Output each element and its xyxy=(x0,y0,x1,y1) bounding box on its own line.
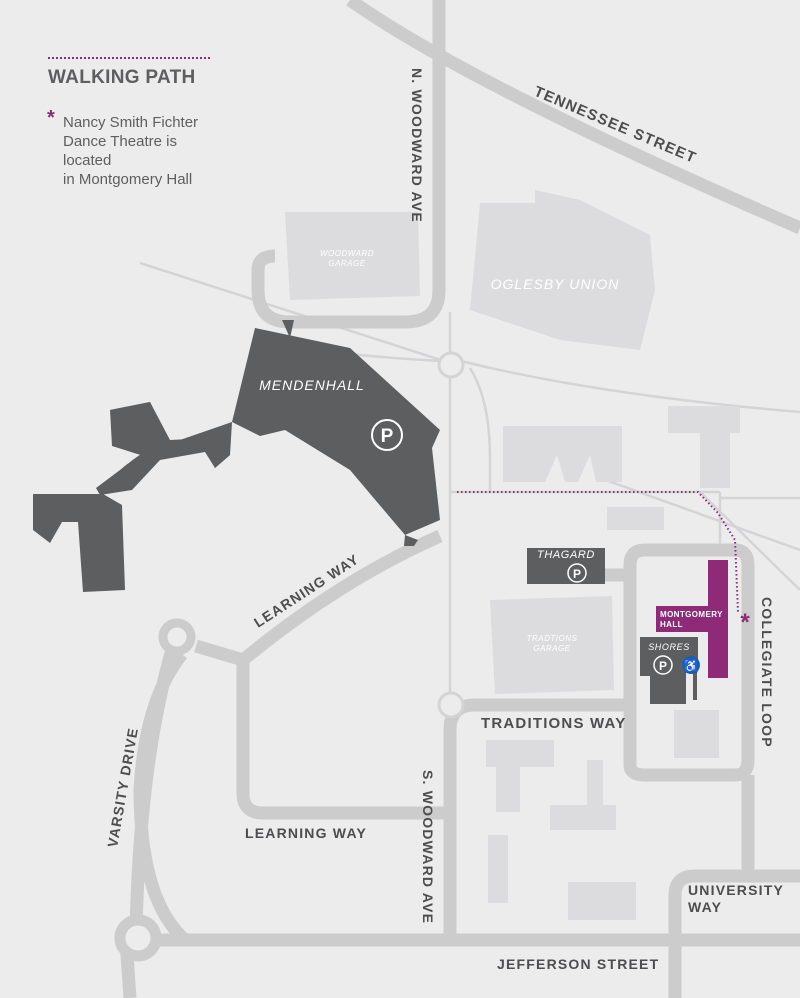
collegiate-loop-label: COLLEGIATE LOOP xyxy=(759,597,775,748)
campus-building xyxy=(486,740,554,812)
minor-path xyxy=(599,476,800,552)
shores-building xyxy=(640,637,698,704)
minor-path xyxy=(139,261,451,365)
light-buildings xyxy=(285,190,740,920)
learning-way-connector-road xyxy=(194,639,245,667)
traditions-way-label: TRADITIONS WAY xyxy=(481,715,626,732)
campus-building xyxy=(550,760,616,830)
roundabout-varsity-jefferson xyxy=(114,914,162,962)
traditions-garage xyxy=(490,596,614,694)
parking-icon-thagard: P xyxy=(567,563,587,583)
traditions-garage-label-line1: TRADTIONS xyxy=(527,634,578,643)
traditions-garage-label-line2: GARAGE xyxy=(533,644,570,653)
roundabouts xyxy=(114,351,465,962)
parking-icon-shores: P xyxy=(653,655,673,675)
map-legend: WALKING PATH * Nancy Smith Fichter Dance… xyxy=(47,57,218,189)
montgomery-hall-label-line2: HALL xyxy=(660,620,683,629)
montgomery-hall-building xyxy=(656,560,728,678)
mendenhall-connector xyxy=(282,320,294,338)
woodward-garage-label-line1: WOODWARD xyxy=(320,249,374,258)
oglesby-union xyxy=(470,190,655,350)
jefferson-street-label: JEFFERSON STREET xyxy=(497,956,659,972)
learning-way-upper-road xyxy=(238,530,443,666)
varsity-drive-inner-road xyxy=(133,649,190,945)
campus-building xyxy=(488,835,508,903)
destination-star-icon: * xyxy=(740,609,750,636)
n-woodward-ave-label: N. WOODWARD AVE xyxy=(409,68,425,223)
parking-icon-mendenhall: P xyxy=(371,419,403,451)
collegiate-loop-road xyxy=(623,543,755,782)
legend-note-line: in Montgomery Hall xyxy=(63,171,193,188)
campus-building xyxy=(568,882,636,920)
mendenhall-wing xyxy=(110,402,168,458)
accessible-parking-icon: ♿ xyxy=(682,656,700,674)
minor-paths xyxy=(139,261,800,940)
legend-note-line: Nancy Smith Fichter xyxy=(63,114,199,131)
learning-way-lower-label: LEARNING WAY xyxy=(245,825,367,841)
roundabout-woodward-north xyxy=(437,351,465,379)
svg-text:P: P xyxy=(659,659,667,673)
legend-note-line: Dance Theatre is located xyxy=(63,133,177,169)
walking-path-legend-line xyxy=(48,57,210,59)
north-woodward-road xyxy=(251,0,446,329)
university-way-label-line1: UNIVERSITY xyxy=(688,882,784,898)
legend-note: * Nancy Smith Fichter Dance Theatre is l… xyxy=(47,108,218,189)
svg-text:P: P xyxy=(573,567,581,581)
walking-path-route xyxy=(457,491,739,613)
campus-building xyxy=(607,507,664,530)
tennessee-street-road xyxy=(346,0,800,234)
mendenhall-building xyxy=(232,328,440,535)
thagard-label: THAGARD xyxy=(537,549,595,561)
walking-path-legend-label: WALKING PATH xyxy=(48,67,196,88)
minor-path xyxy=(468,367,492,492)
building-labels: WOODWARD GARAGE OGLESBY UNION MENDENHALL… xyxy=(259,249,690,653)
shores-connector xyxy=(693,672,697,700)
minor-path xyxy=(699,491,800,591)
mendenhall-label: MENDENHALL xyxy=(259,377,365,393)
university-way-road xyxy=(668,869,800,998)
mendenhall-wing xyxy=(96,438,230,495)
campus-building xyxy=(674,710,719,758)
svg-text:P: P xyxy=(381,426,394,447)
mendenhall-wing xyxy=(33,494,125,592)
montgomery-hall-label-line1: MONTGOMERY xyxy=(660,610,723,619)
learning-way-lower-road xyxy=(236,655,450,820)
woodward-garage xyxy=(285,212,420,300)
roundabout-learning-varsity xyxy=(158,618,196,656)
roads xyxy=(119,0,800,998)
mendenhall-connector xyxy=(404,535,418,546)
legend-star-icon: * xyxy=(47,107,55,129)
shores-label: SHORES xyxy=(648,642,690,652)
campus-building xyxy=(503,426,622,482)
s-woodward-ave-label: S. WOODWARD AVE xyxy=(420,770,436,924)
dark-buildings xyxy=(33,320,698,704)
oglesby-union-label: OGLESBY UNION xyxy=(491,276,620,292)
campus-building xyxy=(668,406,740,488)
minor-path xyxy=(289,346,800,414)
svg-text:♿: ♿ xyxy=(684,659,699,673)
university-way-label-line2: WAY xyxy=(688,899,722,915)
roundabout-woodward-south xyxy=(437,691,465,719)
woodward-garage-label-line2: GARAGE xyxy=(328,259,365,268)
